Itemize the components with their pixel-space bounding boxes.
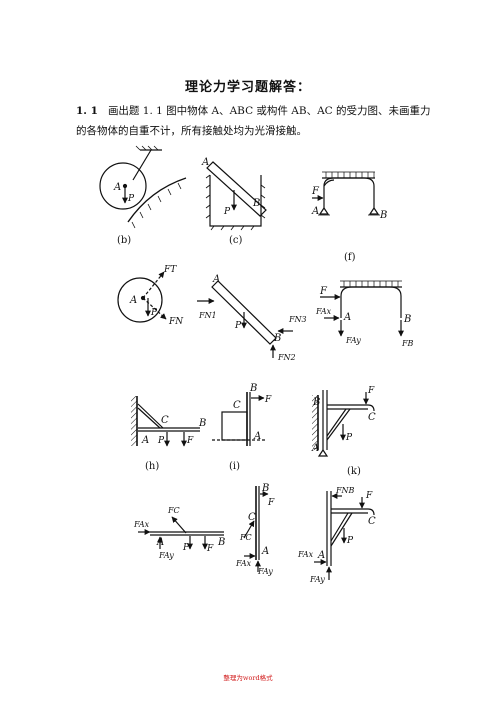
figure-k-label-b: B (312, 397, 320, 408)
figure-k-fbd-label-fay: FAy (309, 575, 325, 584)
figure-k-label-p: P (345, 433, 353, 443)
figure-c-fbd-label-fn2: FN2 (277, 353, 296, 362)
figure-f-fbd-label-fay: FAy (345, 336, 361, 345)
figure-f-fbd-label-fb: FB (401, 339, 414, 348)
figure-b-label-p: P (127, 194, 135, 204)
figure-h-fbd-label-b: B (217, 537, 225, 548)
figure-b-fbd (117, 271, 167, 323)
figure-k-label-a: A (311, 443, 319, 454)
figure-k-fbd-label-fax: FAx (297, 550, 314, 559)
figure-c-fbd-label-a: A (212, 274, 220, 285)
figure-b-fbd-label-p: P (150, 308, 158, 318)
figure-i-caption: (i) (229, 461, 240, 472)
figure-k-fbd-label-f: F (365, 491, 373, 501)
figure-c-fbd-label-fn3: FN3 (288, 315, 307, 324)
problem-text: 画出题 1. 1 图中物体 A、ABC 或构件 AB、AC 的受力图、未画重力的… (76, 105, 431, 137)
figure-i (212, 392, 265, 446)
figure-c-fbd-label-p: P (234, 321, 242, 331)
figure-k-label-f: F (367, 386, 375, 396)
figure-h-fbd-label-fax: FAx (133, 520, 150, 529)
figure-b (99, 145, 187, 229)
figure-f-fbd (320, 280, 404, 337)
figure-f-label-a: A (311, 206, 319, 217)
figure-i-label-b: B (249, 383, 257, 394)
figure-i-label-f: F (264, 395, 272, 405)
figure-h-fbd-label-a: A (156, 537, 164, 548)
figure-f (312, 171, 380, 216)
figure-i-fbd-label-c: C (248, 512, 256, 523)
figure-c (205, 161, 267, 231)
figure-i-fbd-label-fay: FAy (257, 567, 273, 576)
figure-h-label-p: P (157, 436, 165, 446)
figure-h-fbd (138, 516, 224, 550)
figure-h-fbd-label-p: P (182, 543, 190, 553)
figure-k-fbd-label-a: A (317, 550, 325, 561)
figure-f-fbd-label-f: F (319, 286, 328, 297)
figure-k-label-c: C (368, 412, 376, 423)
figure-h (131, 396, 200, 447)
figure-i-fbd-label-fax: FAx (235, 559, 252, 568)
figure-c-fbd-label-fn1: FN1 (198, 311, 217, 320)
figure-i-fbd-label-b: B (261, 483, 269, 494)
figure-k-fbd-label-fnb: FNB (335, 486, 355, 495)
page-title: 理论力学习题解答： (184, 80, 311, 95)
figure-h-fbd-label-fay: FAy (158, 551, 174, 560)
figure-c-label-b: B (252, 198, 260, 209)
figure-b-fbd-label-ft: FT (163, 265, 177, 275)
figure-k-fbd (314, 491, 375, 580)
figure-h-label-f: F (186, 436, 194, 446)
figure-i-label-a: A (253, 431, 261, 442)
problem-number: 1. 1 (76, 105, 98, 117)
figure-k (312, 390, 375, 457)
figure-i-label-c: C (233, 400, 241, 411)
figure-k-fbd-label-c: C (368, 516, 376, 527)
figure-c-fbd (197, 280, 293, 358)
figure-b-fbd-label-a: A (129, 295, 137, 306)
figure-h-label-a: A (141, 435, 149, 446)
figure-h-label-c: C (161, 415, 169, 426)
figure-h-fbd-label-fc: FC (167, 506, 180, 515)
figure-h-label-b: B (198, 418, 206, 429)
figure-c-label-a: A (201, 157, 209, 168)
figure-f-label-b: B (379, 210, 387, 221)
figure-i-fbd-label-fc: FC (239, 533, 252, 542)
figure-f-fbd-label-a: A (343, 312, 351, 323)
figure-k-fbd-label-p: P (346, 536, 354, 546)
figure-k-caption: (k) (347, 466, 361, 477)
figure-f-caption: (f) (344, 252, 356, 263)
figure-b-label-a: A (113, 182, 121, 193)
figure-c-caption: (c) (229, 235, 243, 246)
figure-f-fbd-label-fax: FAx (315, 307, 332, 316)
figure-c-label-p: P (223, 207, 231, 217)
figure-h-fbd-label-f: F (206, 544, 214, 554)
figure-f-label-f: F (311, 186, 320, 197)
figure-b-fbd-label-fn: FN (168, 317, 184, 327)
figure-c-fbd-label-b: B (273, 333, 281, 344)
figure-h-caption: (h) (145, 461, 159, 472)
figure-i-fbd-label-a: A (261, 546, 269, 557)
figure-b-caption: (b) (117, 235, 131, 246)
figure-i-fbd (243, 486, 269, 572)
figure-i-fbd-label-f: F (267, 498, 275, 508)
footer-note: 整理为word格式 (223, 674, 273, 682)
figure-f-fbd-label-b: B (403, 314, 411, 325)
